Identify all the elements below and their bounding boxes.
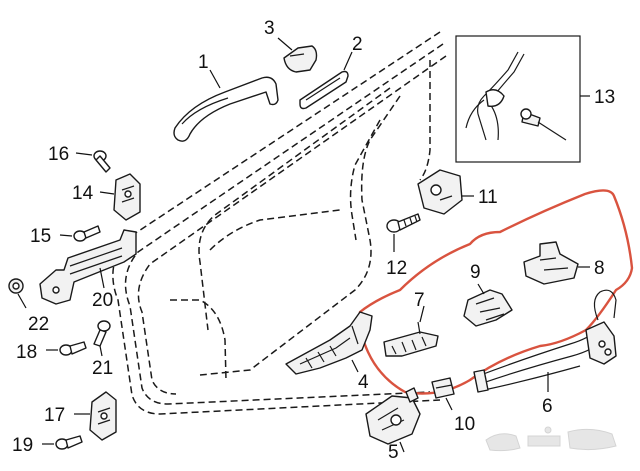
callout-19: 19 [12, 435, 33, 456]
door-latch [365, 387, 421, 445]
latch-cover [523, 241, 579, 285]
callout-13: 13 [594, 87, 615, 108]
callout-2: 2 [352, 34, 363, 55]
highlight-outline [358, 189, 634, 395]
callout-12: 12 [386, 258, 407, 279]
callout-7: 7 [414, 290, 425, 311]
callout-20: 20 [92, 290, 113, 311]
callout-4: 4 [358, 372, 369, 393]
bolt-15 [73, 225, 101, 242]
callout-8: 8 [594, 258, 605, 279]
inner-bracket [383, 321, 439, 357]
lock-cap [283, 45, 318, 73]
outer-door-handle [173, 76, 279, 142]
callout-10: 10 [454, 414, 475, 435]
bolt-21 [93, 320, 111, 347]
door-check [39, 229, 137, 305]
callout-3: 3 [264, 18, 275, 39]
watermark-logo [485, 426, 617, 452]
callout-18: 18 [16, 342, 37, 363]
bolt-19 [55, 435, 83, 450]
rod-clip [463, 289, 513, 327]
bolt-18 [59, 341, 87, 356]
callout-9: 9 [470, 262, 481, 283]
upper-hinge [113, 173, 141, 221]
callout-5: 5 [388, 442, 399, 463]
handle-bezel [299, 70, 349, 110]
callout-6: 6 [542, 396, 553, 417]
callout-16: 16 [48, 144, 69, 165]
callout-22: 22 [28, 314, 49, 335]
inner-handle [285, 311, 373, 375]
nut-22 [8, 278, 24, 294]
lower-hinge [89, 391, 117, 441]
bolt-16 [93, 150, 111, 173]
release-cable [473, 289, 617, 393]
small-clip [431, 377, 455, 399]
callout-11: 11 [478, 187, 498, 208]
inset-box-13 [455, 35, 581, 163]
door-striker [417, 169, 463, 215]
callout-1: 1 [198, 52, 209, 73]
callout-15: 15 [30, 226, 51, 247]
callout-21: 21 [92, 358, 113, 379]
callout-17: 17 [44, 405, 65, 426]
door-frame-outline [112, 31, 447, 415]
callout-14: 14 [72, 183, 94, 204]
striker-bolt [386, 213, 421, 233]
